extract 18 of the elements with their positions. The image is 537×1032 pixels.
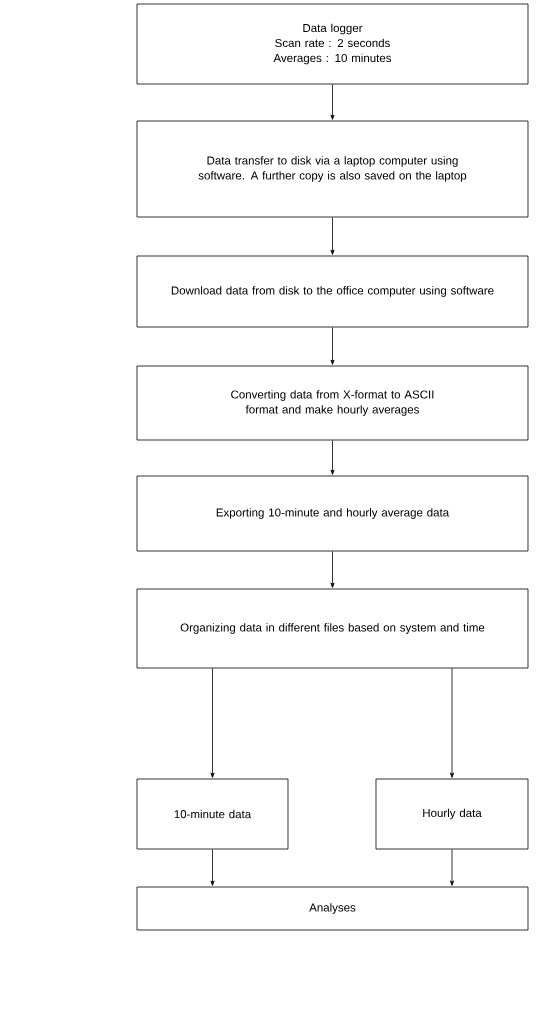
process-box: Exporting 10-minute and hourly average data	[136, 475, 529, 552]
process-box: Download data from disk to the office computer using software	[136, 255, 529, 328]
process-box: Analyses	[136, 886, 529, 931]
process-box: Data logger Scan rate : 2 seconds Averages : 10 minutes	[136, 3, 529, 85]
process-box: Hourly data	[375, 778, 529, 850]
process-box: 10-minute data	[136, 778, 289, 850]
arrow	[330, 84, 335, 120]
process-box: Data transfer to disk via a laptop computer using software. A further copy is also saved on the laptop	[136, 120, 529, 218]
arrow	[330, 327, 335, 365]
process-box: Organizing data in different files based on system and time	[136, 588, 529, 669]
arrow	[450, 668, 454, 778]
arrow	[330, 217, 335, 255]
arrow	[210, 668, 215, 778]
arrow	[210, 849, 215, 886]
process-box: Converting data from X-format to ASCII format and make hourly averages	[136, 365, 529, 441]
arrow	[330, 551, 335, 588]
arrow	[330, 440, 335, 475]
arrow	[450, 849, 454, 886]
